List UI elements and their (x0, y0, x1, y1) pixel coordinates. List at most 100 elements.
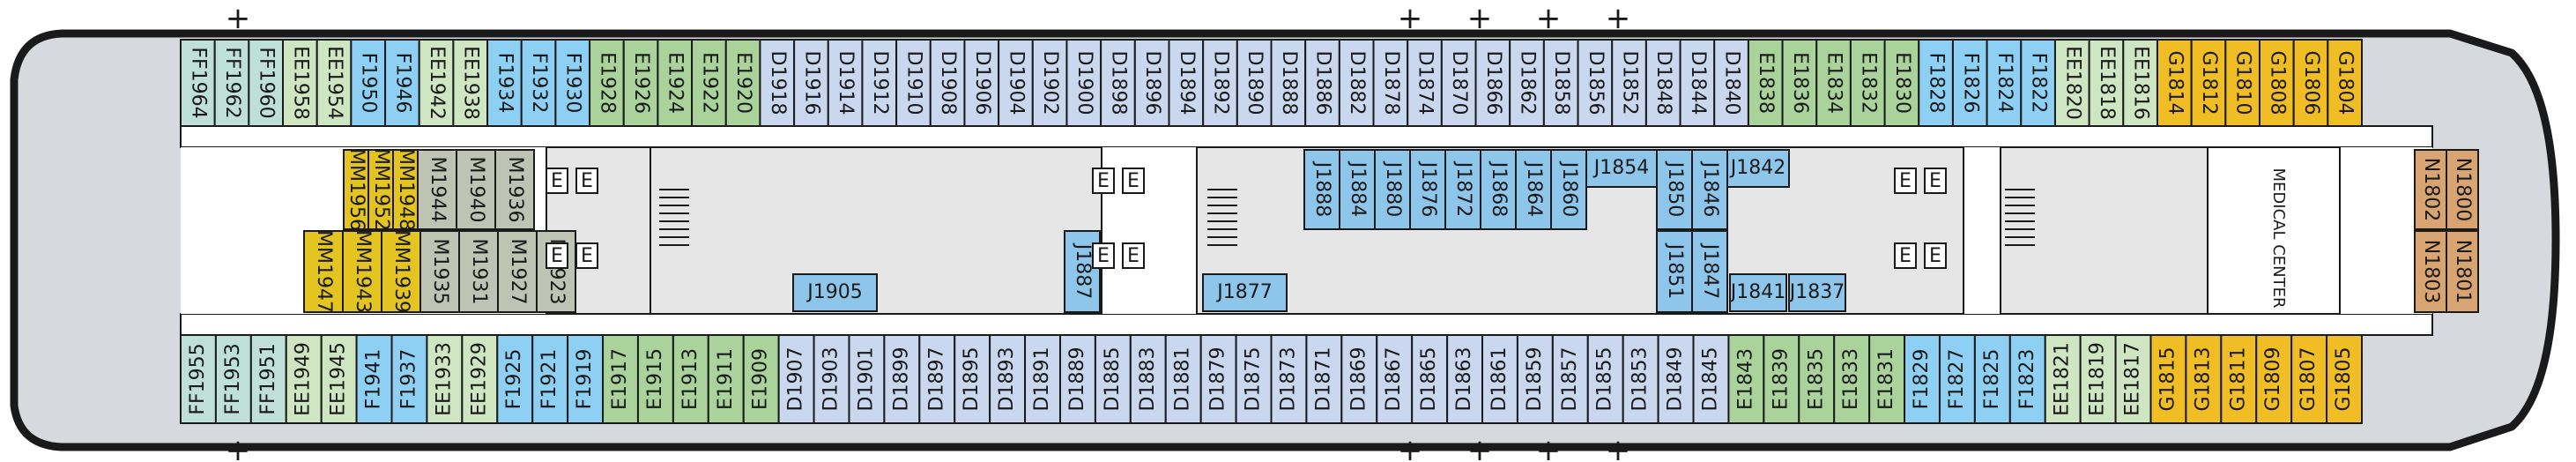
cabin-j1888[interactable]: J1888 (1303, 149, 1340, 230)
cabin-d1878[interactable]: D1878 (1372, 39, 1409, 127)
cabin-d1852[interactable]: D1852 (1611, 39, 1647, 127)
cabin-d1875[interactable]: D1875 (1235, 334, 1273, 424)
cabin-m1940[interactable]: M1940 (456, 149, 496, 230)
cabin-e1833[interactable]: E1833 (1833, 334, 1871, 424)
cabin-f1823[interactable]: F1823 (2008, 334, 2046, 424)
cabin-ee1821[interactable]: EE1821 (2044, 334, 2082, 424)
cabin-ee1820[interactable]: EE1820 (2053, 39, 2090, 127)
cabin-d1908[interactable]: D1908 (929, 39, 966, 127)
cabin-ee1954[interactable]: EE1954 (316, 39, 353, 127)
cabin-e1917[interactable]: E1917 (602, 334, 639, 424)
cabin-d1867[interactable]: D1867 (1376, 334, 1414, 424)
cabin-j1864[interactable]: J1864 (1515, 149, 1552, 230)
cabin-d1844[interactable]: D1844 (1679, 39, 1716, 127)
cabin-e1838[interactable]: E1838 (1747, 39, 1784, 127)
cabin-d1902[interactable]: D1902 (1031, 39, 1068, 127)
cabin-d1886[interactable]: D1886 (1304, 39, 1340, 127)
cabin-f1822[interactable]: F1822 (2020, 39, 2056, 127)
cabin-e1839[interactable]: E1839 (1763, 334, 1800, 424)
cabin-e1913[interactable]: E1913 (672, 334, 709, 424)
cabin-mm1939[interactable]: MM1939 (381, 230, 421, 313)
cabin-d1866[interactable]: D1866 (1474, 39, 1511, 127)
cabin-d1916[interactable]: D1916 (793, 39, 829, 127)
cabin-mm1943[interactable]: MM1943 (342, 230, 382, 313)
cabin-d1858[interactable]: D1858 (1542, 39, 1579, 127)
cabin-f1934[interactable]: F1934 (486, 39, 523, 127)
cabin-g1812[interactable]: G1812 (2190, 39, 2227, 127)
cabin-f1932[interactable]: F1932 (520, 39, 557, 127)
cabin-d1856[interactable]: D1856 (1577, 39, 1614, 127)
cabin-d1910[interactable]: D1910 (895, 39, 932, 127)
cabin-d1855[interactable]: D1855 (1586, 334, 1624, 424)
cabin-d1840[interactable]: D1840 (1713, 39, 1749, 127)
cabin-j1841[interactable]: J1841 (1729, 273, 1787, 312)
cabin-f1950[interactable]: F1950 (350, 39, 387, 127)
cabin-m1935[interactable]: M1935 (419, 230, 460, 313)
cabin-ee1942[interactable]: EE1942 (418, 39, 455, 127)
cabin-d1906[interactable]: D1906 (963, 39, 1000, 127)
cabin-d1898[interactable]: D1898 (1100, 39, 1136, 127)
cabin-d1845[interactable]: D1845 (1692, 334, 1730, 424)
cabin-e1915[interactable]: E1915 (636, 334, 674, 424)
cabin-j1854[interactable]: J1854 (1585, 149, 1658, 188)
cabin-f1921[interactable]: F1921 (531, 334, 569, 424)
cabin-e1911[interactable]: E1911 (707, 334, 745, 424)
cabin-d1891[interactable]: D1891 (1024, 334, 1061, 424)
cabin-d1885[interactable]: D1885 (1094, 334, 1132, 424)
cabin-j1877[interactable]: J1877 (1202, 273, 1288, 312)
cabin-ff1960[interactable]: FF1960 (248, 39, 285, 127)
cabin-d1849[interactable]: D1849 (1657, 334, 1695, 424)
cabin-d1873[interactable]: D1873 (1270, 334, 1308, 424)
cabin-d1903[interactable]: D1903 (813, 334, 850, 424)
cabin-ff1953[interactable]: FF1953 (214, 334, 252, 424)
cabin-d1914[interactable]: D1914 (827, 39, 864, 127)
cabin-f1941[interactable]: F1941 (355, 334, 393, 424)
cabin-f1937[interactable]: F1937 (390, 334, 428, 424)
cabin-d1889[interactable]: D1889 (1058, 334, 1096, 424)
cabin-f1826[interactable]: F1826 (1951, 39, 1988, 127)
cabin-g1811[interactable]: G1811 (2220, 334, 2258, 424)
cabin-e1830[interactable]: E1830 (1883, 39, 1920, 127)
cabin-f1829[interactable]: F1829 (1904, 334, 1941, 424)
cabin-f1824[interactable]: F1824 (1986, 39, 2023, 127)
cabin-d1871[interactable]: D1871 (1305, 334, 1343, 424)
cabin-j1842[interactable]: J1842 (1726, 149, 1790, 188)
cabin-ee1817[interactable]: EE1817 (2114, 334, 2152, 424)
cabin-j1872[interactable]: J1872 (1444, 149, 1481, 230)
cabin-d1862[interactable]: D1862 (1509, 39, 1545, 127)
cabin-j1884[interactable]: J1884 (1339, 149, 1376, 230)
cabin-mm1948[interactable]: MM1948 (392, 148, 419, 231)
cabin-d1890[interactable]: D1890 (1236, 39, 1273, 127)
cabin-g1808[interactable]: G1808 (2258, 39, 2295, 127)
cabin-d1869[interactable]: D1869 (1340, 334, 1378, 424)
cabin-g1813[interactable]: G1813 (2185, 334, 2223, 424)
cabin-ff1955[interactable]: FF1955 (180, 334, 217, 424)
cabin-ee1933[interactable]: EE1933 (426, 334, 464, 424)
cabin-mm1952[interactable]: MM1952 (367, 148, 394, 231)
cabin-ee1958[interactable]: EE1958 (282, 39, 318, 127)
cabin-g1810[interactable]: G1810 (2224, 39, 2260, 127)
cabin-j1846[interactable]: J1846 (1691, 149, 1728, 230)
cabin-f1827[interactable]: F1827 (1938, 334, 1976, 424)
cabin-d1901[interactable]: D1901 (848, 334, 886, 424)
cabin-d1859[interactable]: D1859 (1516, 334, 1554, 424)
cabin-d1893[interactable]: D1893 (989, 334, 1027, 424)
cabin-e1926[interactable]: E1926 (622, 39, 659, 127)
cabin-e1843[interactable]: E1843 (1727, 334, 1765, 424)
cabin-d1892[interactable]: D1892 (1202, 39, 1238, 127)
cabin-e1832[interactable]: E1832 (1849, 39, 1886, 127)
cabin-f1925[interactable]: F1925 (496, 334, 534, 424)
cabin-e1835[interactable]: E1835 (1798, 334, 1836, 424)
cabin-e1928[interactable]: E1928 (589, 39, 625, 127)
cabin-d1853[interactable]: D1853 (1622, 334, 1659, 424)
cabin-e1922[interactable]: E1922 (691, 39, 727, 127)
cabin-f1825[interactable]: F1825 (1973, 334, 2011, 424)
cabin-d1888[interactable]: D1888 (1270, 39, 1307, 127)
cabin-e1834[interactable]: E1834 (1815, 39, 1852, 127)
cabin-m1936[interactable]: M1936 (494, 149, 535, 230)
cabin-d1881[interactable]: D1881 (1164, 334, 1202, 424)
cabin-g1804[interactable]: G1804 (2327, 39, 2363, 127)
cabin-d1894[interactable]: D1894 (1168, 39, 1205, 127)
cabin-j1860[interactable]: J1860 (1550, 149, 1587, 230)
cabin-g1806[interactable]: G1806 (2292, 39, 2329, 127)
